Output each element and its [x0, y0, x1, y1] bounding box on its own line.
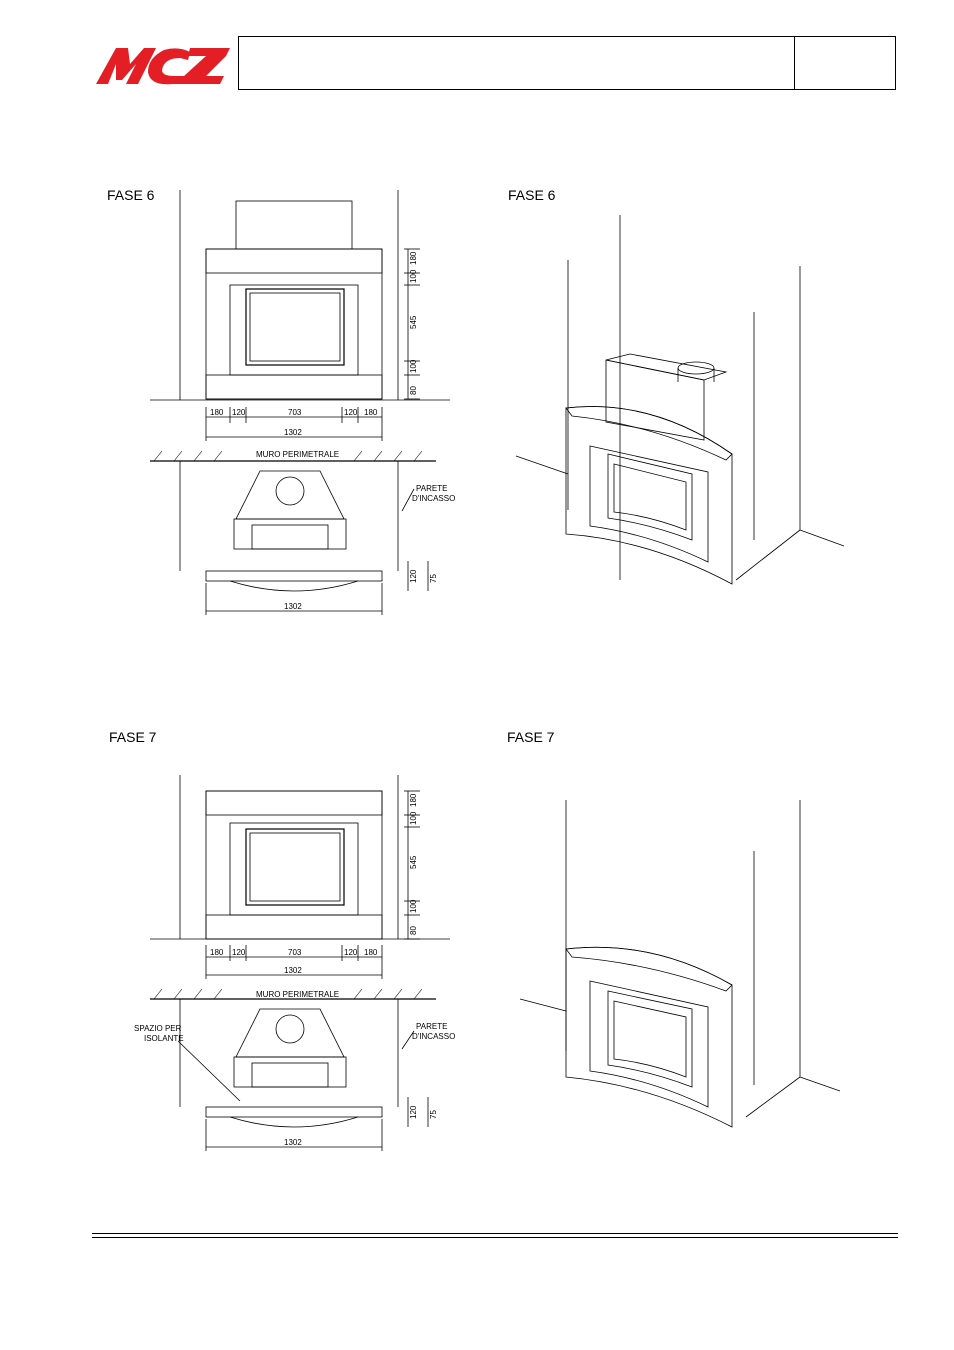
phase6-perspective-label: FASE 6 — [508, 187, 556, 203]
phase6-dim-v-4: 100 — [409, 359, 418, 373]
phase7-side-dim-2: 75 — [429, 1110, 438, 1119]
phase7-total-width-plan: 1302 — [284, 1138, 302, 1147]
phase7-side-dim-1: 120 — [409, 1105, 418, 1119]
phase7-dim-v-4: 100 — [409, 899, 418, 913]
phase7-perspective-drawing — [519, 800, 841, 1128]
phase7-dim-h-4: 120 — [344, 948, 358, 957]
phase6-dim-v-1: 180 — [409, 251, 418, 265]
phase6-side-dim-1: 120 — [409, 569, 418, 583]
phase7-dim-v-5: 80 — [409, 926, 418, 935]
phase6-dim-v-3: 545 — [409, 315, 418, 329]
phase7-recess-label-1: PARETE — [416, 1022, 447, 1031]
phase6-recess-label-2: D'INCASSO — [412, 494, 455, 503]
header-box — [238, 36, 896, 90]
phase7-dim-v-3: 545 — [409, 855, 418, 869]
phase6-wall-label: MURO PERIMETRALE — [256, 450, 339, 459]
phase7-wall-label: MURO PERIMETRALE — [256, 990, 339, 999]
phase7-dim-h-1: 180 — [210, 948, 224, 957]
phase6-dim-h-1: 180 — [210, 408, 224, 417]
footer-rule-top — [92, 1233, 898, 1234]
phase6-technical-drawing: 180 100 545 100 80 180 120 703 120 180 1… — [150, 190, 455, 615]
phase7-insulation-label-2: ISOLANTE — [144, 1034, 184, 1043]
phase7-dim-h-5: 180 — [364, 948, 378, 957]
phase6-dim-h-3: 703 — [288, 408, 302, 417]
header-page-cell — [795, 37, 895, 89]
header-title-cell — [239, 37, 795, 89]
phase6-dim-v-5: 80 — [409, 386, 418, 395]
phase7-recess-label-2: D'INCASSO — [412, 1032, 455, 1041]
footer-rule-bottom — [92, 1237, 898, 1238]
phase7-plan-label: FASE 7 — [109, 729, 157, 745]
phase7-dim-v-1: 180 — [409, 793, 418, 807]
mcz-logo — [96, 48, 230, 85]
phase7-perspective-label: FASE 7 — [507, 729, 555, 745]
phase7-dim-v-2: 100 — [409, 811, 418, 825]
phase6-total-width: 1302 — [284, 428, 302, 437]
phase7-insulation-label-1: SPAZIO PER — [134, 1024, 182, 1033]
phase7-dim-h-3: 703 — [288, 948, 302, 957]
phase7-total-width: 1302 — [284, 966, 302, 975]
phase6-perspective-drawing — [515, 215, 845, 585]
phase6-side-dim-2: 75 — [429, 574, 438, 583]
phase6-dim-h-4: 120 — [344, 408, 358, 417]
phase6-total-width-plan: 1302 — [284, 602, 302, 611]
phase6-plan-label: FASE 6 — [107, 187, 155, 203]
phase7-technical-drawing: 180 100 545 100 80 180 120 703 120 180 1… — [134, 775, 455, 1151]
phase6-dim-h-2: 120 — [232, 408, 246, 417]
phase6-recess-label-1: PARETE — [416, 484, 447, 493]
phase6-dim-v-2: 100 — [409, 269, 418, 283]
phase7-dim-h-2: 120 — [232, 948, 246, 957]
phase6-dim-h-5: 180 — [364, 408, 378, 417]
